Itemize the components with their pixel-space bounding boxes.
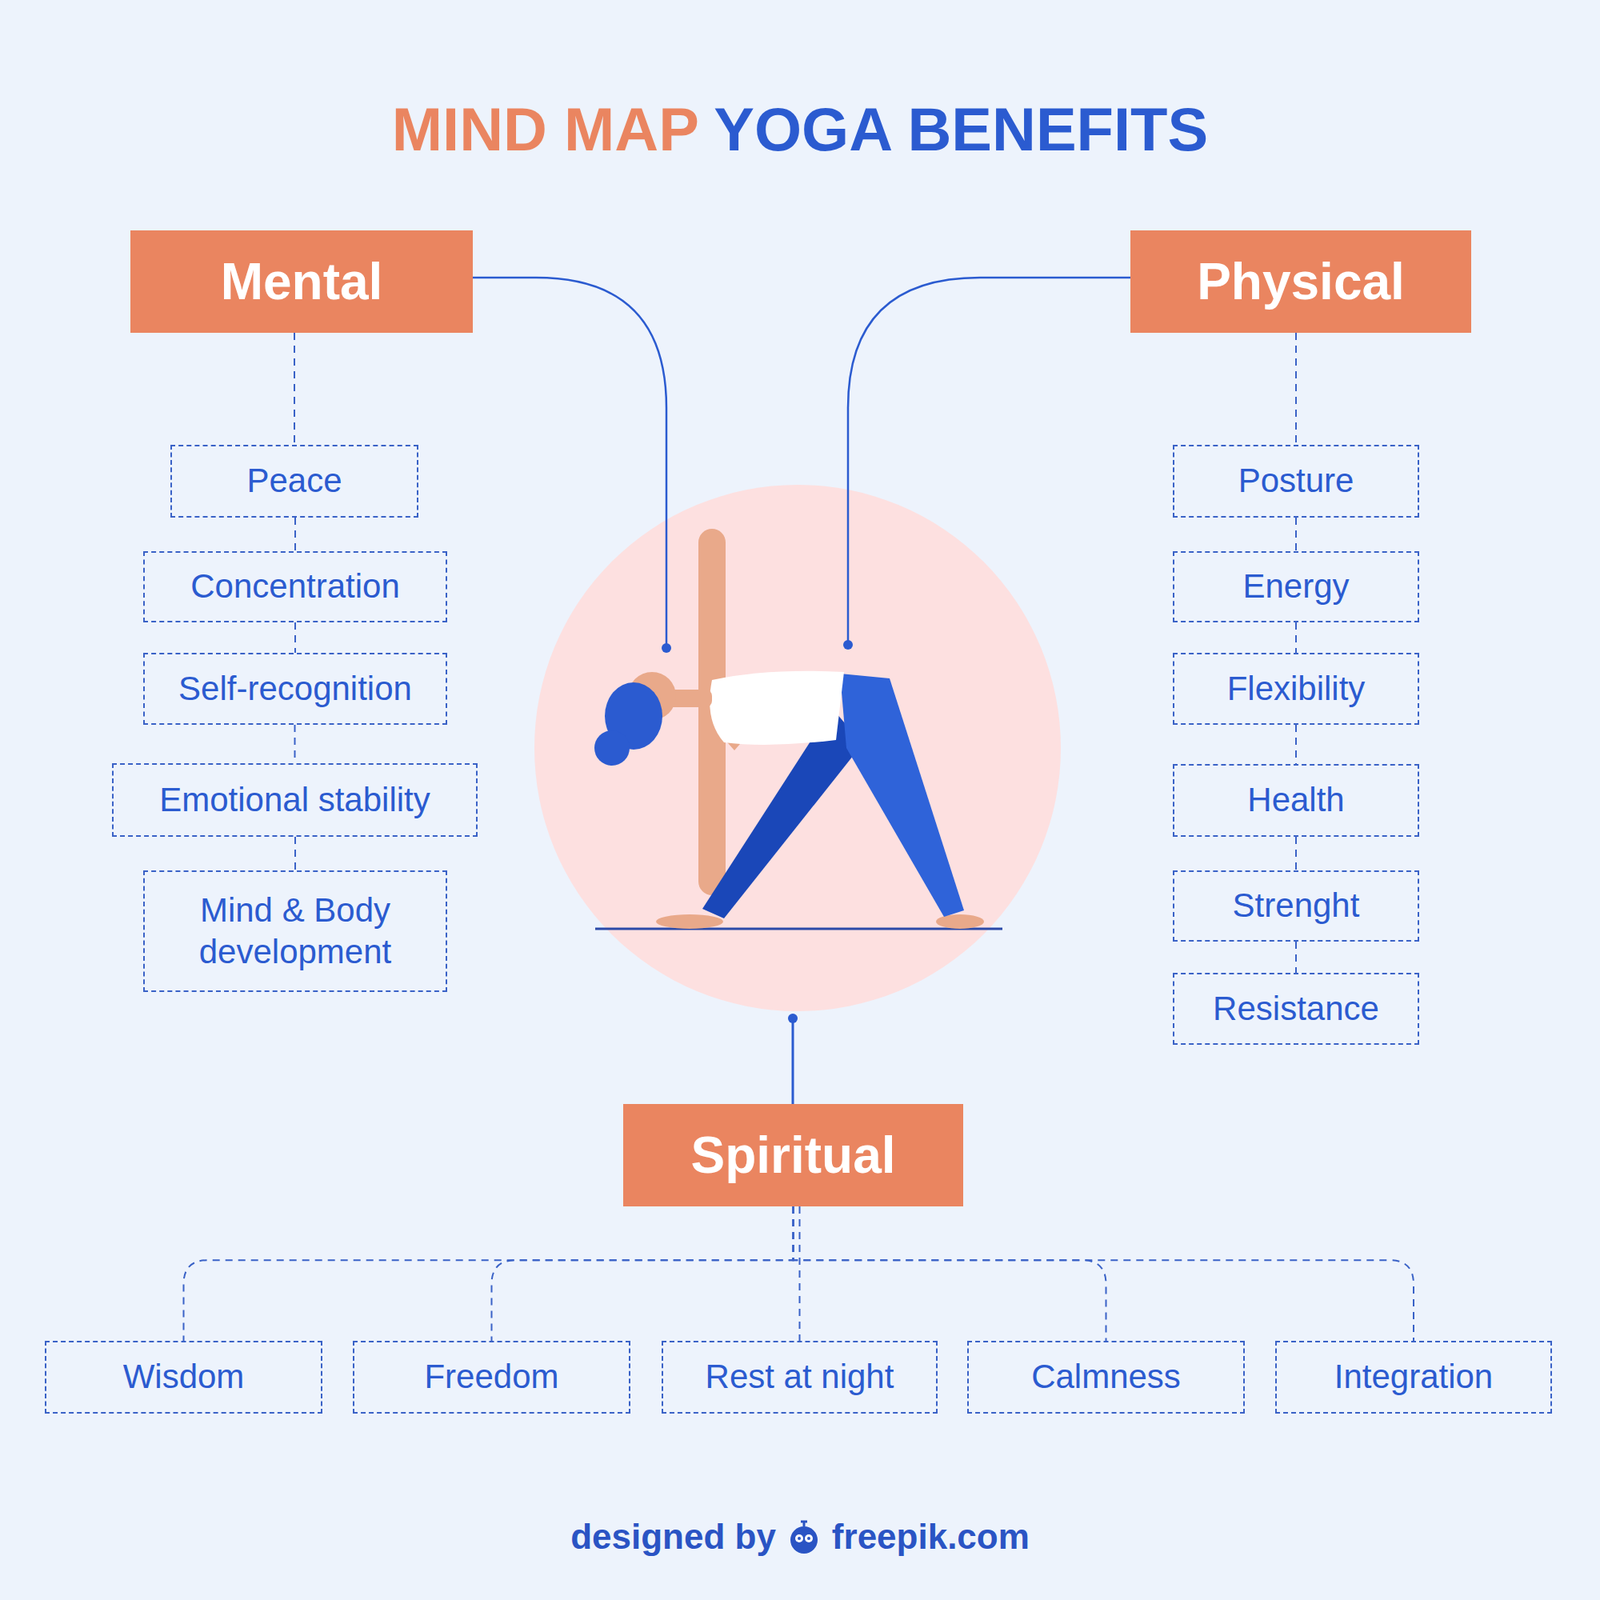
benefit-label: Resistance [1212, 988, 1380, 1031]
category-box: Mental [130, 230, 473, 333]
benefit-label: Flexibility [1227, 668, 1366, 711]
dashed-connector [799, 1206, 801, 1341]
text-stack: Concentration [190, 565, 400, 608]
benefit-box: Freedom [352, 1340, 631, 1414]
title-text: MIND MAP YOGA BENEFITS [392, 95, 1208, 164]
benefit-label: Integration [1334, 1356, 1493, 1399]
text-stack: Resistance [1212, 988, 1380, 1031]
backdrop-circle [534, 484, 1061, 1012]
front-leg [840, 673, 964, 917]
dashed-connector [1295, 836, 1297, 871]
benefit-box: Strenght [1172, 870, 1420, 942]
dashed-connector [294, 836, 296, 871]
benefit-label: Calmness [1031, 1356, 1181, 1399]
benefit-label: Mind & Body development [159, 889, 432, 974]
benefit-box: Posture [1172, 444, 1420, 518]
text-stack: Peace [246, 460, 342, 503]
benefit-label: Rest at night [705, 1356, 895, 1399]
category-box: Spiritual [623, 1104, 964, 1207]
hair-bun [594, 730, 630, 766]
category-box: Physical [1130, 230, 1472, 333]
benefit-label: Peace [246, 460, 342, 503]
back-foot [656, 914, 724, 929]
benefit-box: Energy [1172, 551, 1420, 623]
benefit-label: Wisdom [123, 1356, 245, 1399]
category-label: Spiritual [690, 1125, 896, 1185]
text-stack: Posture [1238, 460, 1355, 503]
dashed-connector [793, 1206, 1415, 1341]
dashed-connector [293, 332, 296, 445]
dashed-connector [184, 1206, 794, 1341]
category-label: Mental [220, 252, 384, 312]
watermark-text: freepik.com [832, 1516, 1030, 1557]
watermark: designed by freepik.com [0, 1516, 1600, 1557]
category-label: Physical [1196, 252, 1405, 312]
title: MIND MAP YOGA BENEFITS [0, 94, 1600, 164]
text-stack: Strenght [1232, 884, 1360, 928]
benefit-box: Flexibility [1172, 652, 1420, 725]
text-stack: Mind & Body development [159, 889, 432, 974]
dashed-connector [1295, 517, 1297, 552]
benefit-label: Posture [1238, 460, 1355, 503]
benefit-label: Freedom [424, 1356, 559, 1399]
torso [709, 671, 844, 745]
text-stack: Calmness [1031, 1356, 1181, 1399]
text-stack: Freedom [424, 1356, 559, 1399]
benefit-label: Health [1247, 779, 1344, 822]
benefit-box: Concentration [143, 551, 448, 623]
dashed-connector [1295, 941, 1297, 973]
benefit-box: Health [1172, 764, 1420, 837]
text-stack: Emotional stability [159, 779, 430, 822]
ground-line [595, 928, 1003, 931]
benefit-label: Energy [1242, 565, 1349, 608]
dashed-connector [492, 1206, 794, 1341]
benefit-label: Emotional stability [159, 779, 430, 822]
text-stack: Self-recognition [178, 668, 412, 711]
benefit-box: Rest at night [661, 1340, 938, 1414]
benefit-box: Wisdom [44, 1340, 323, 1414]
text-stack: Health [1247, 779, 1344, 822]
dashed-connector [294, 724, 296, 764]
dashed-connector [1295, 724, 1297, 764]
dashed-connector [1295, 622, 1297, 653]
benefit-label: Self-recognition [178, 668, 412, 711]
benefit-box: Resistance [1172, 972, 1420, 1045]
benefit-box: Calmness [967, 1340, 1245, 1414]
leader-dot [788, 1013, 798, 1024]
spiritual-leader [792, 1018, 795, 1104]
leader-dot [843, 640, 853, 650]
dashed-connector [793, 1206, 1107, 1341]
benefit-box: Self-recognition [143, 652, 448, 725]
text-stack: Flexibility [1227, 668, 1366, 711]
dashed-connector [1295, 332, 1297, 445]
text-stack: Integration [1334, 1356, 1493, 1399]
leader-dot [661, 643, 672, 653]
text-stack: Mental [220, 252, 384, 312]
mental-leader [472, 277, 667, 648]
dashed-connector [294, 517, 296, 552]
benefit-box: Peace [170, 444, 419, 518]
freepik-logo [784, 1518, 824, 1556]
benefit-box: Emotional stability [112, 763, 478, 837]
text-stack: Physical [1196, 252, 1405, 312]
benefit-box: Mind & Body development [143, 870, 448, 992]
benefit-label: Strenght [1232, 884, 1360, 928]
dashed-connector [294, 622, 296, 653]
text-stack: Energy [1242, 565, 1349, 608]
text-stack: Spiritual [690, 1125, 896, 1185]
watermark-text: designed by [570, 1516, 776, 1557]
text-stack: Wisdom [123, 1356, 245, 1399]
physical-leader [848, 277, 1131, 644]
front-foot [936, 914, 984, 929]
text-stack: Rest at night [705, 1356, 895, 1399]
benefit-box: Integration [1275, 1340, 1552, 1414]
benefit-label: Concentration [190, 565, 400, 608]
